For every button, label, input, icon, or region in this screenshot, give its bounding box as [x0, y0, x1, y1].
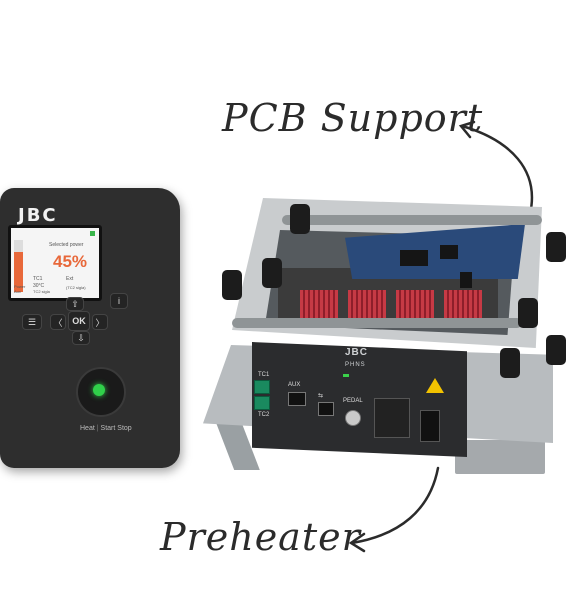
aux-port[interactable] — [288, 392, 306, 406]
up-button[interactable]: ⇧ — [66, 297, 84, 311]
left-button[interactable]: 〈 — [50, 314, 66, 330]
adjust-knob[interactable] — [500, 348, 520, 378]
adjust-knob[interactable] — [518, 298, 538, 328]
tc1-port[interactable] — [254, 380, 270, 394]
aux-label: AUX — [288, 382, 301, 388]
tc1-label: TC1 — [258, 372, 270, 378]
station-brand-logo: JBC PHNS — [345, 347, 368, 369]
tc2-port[interactable] — [254, 396, 270, 410]
heat-start-stop-button[interactable] — [76, 367, 126, 417]
arrow-head-preheater — [348, 532, 366, 553]
adjust-knob[interactable] — [546, 232, 566, 262]
station-status-led — [343, 374, 349, 377]
stop-text: Stop — [117, 425, 132, 432]
screen-right-sub: (TC2 sigla) — [66, 285, 86, 290]
screen-temp-sub: TC2 sigla — [33, 289, 50, 294]
adjust-knob[interactable] — [290, 204, 310, 234]
power-switch[interactable] — [420, 410, 440, 442]
screen-temp-label: TC1 — [33, 276, 43, 282]
screen-right-label: Ext — [66, 276, 74, 282]
support-rod — [232, 318, 522, 328]
heat-text: Heat — [80, 425, 95, 432]
pcb-chip — [400, 250, 428, 266]
station-foot-right — [455, 440, 545, 474]
station-brand: JBC — [345, 347, 369, 358]
power-led-icon — [93, 384, 105, 396]
screen-left-label: Power Aux — [14, 284, 26, 294]
controller-screen: Selected power 45% Power Aux TC1 30°C TC… — [8, 225, 102, 301]
arrow-to-preheater — [350, 466, 440, 545]
pcb-connector — [460, 272, 472, 288]
arrow-to-pcb — [460, 124, 534, 216]
screen-status-dot — [90, 231, 95, 236]
annotation-preheater: Preheater — [160, 515, 361, 559]
pedal-label: PEDAL — [343, 398, 363, 404]
adjust-knob[interactable] — [262, 258, 282, 288]
screen-title: Selected power — [49, 242, 84, 248]
down-button[interactable]: ⇩ — [72, 331, 90, 345]
right-button[interactable]: 〉 — [92, 314, 108, 330]
menu-button[interactable]: ☰ — [22, 314, 42, 330]
adjust-knob[interactable] — [222, 270, 242, 300]
arrow-head-pcb — [458, 120, 476, 139]
ok-button[interactable]: OK — [68, 311, 90, 331]
power-inlet[interactable] — [374, 398, 410, 438]
adjust-knob[interactable] — [546, 335, 566, 365]
pcb-chip — [440, 245, 458, 259]
usb-icon: ⇆ — [318, 393, 324, 399]
heat-label: Heat | Start Stop — [80, 425, 132, 432]
tc2-label: TC2 — [258, 412, 270, 418]
controller-brand-logo: JBC — [18, 205, 58, 226]
station-model: PHNS — [345, 362, 366, 368]
power-bar-fill — [14, 252, 23, 292]
annotation-pcb-support: PCB Support — [222, 96, 484, 140]
support-rod — [282, 215, 542, 225]
usb-port[interactable] — [318, 402, 334, 416]
screen-temp-value: 30°C — [33, 283, 45, 289]
info-button[interactable]: i — [110, 293, 128, 309]
pedal-port[interactable] — [345, 410, 361, 426]
screen-power-value: 45% — [53, 252, 88, 271]
start-text: Start — [100, 425, 116, 432]
warning-hot-icon — [426, 378, 444, 393]
